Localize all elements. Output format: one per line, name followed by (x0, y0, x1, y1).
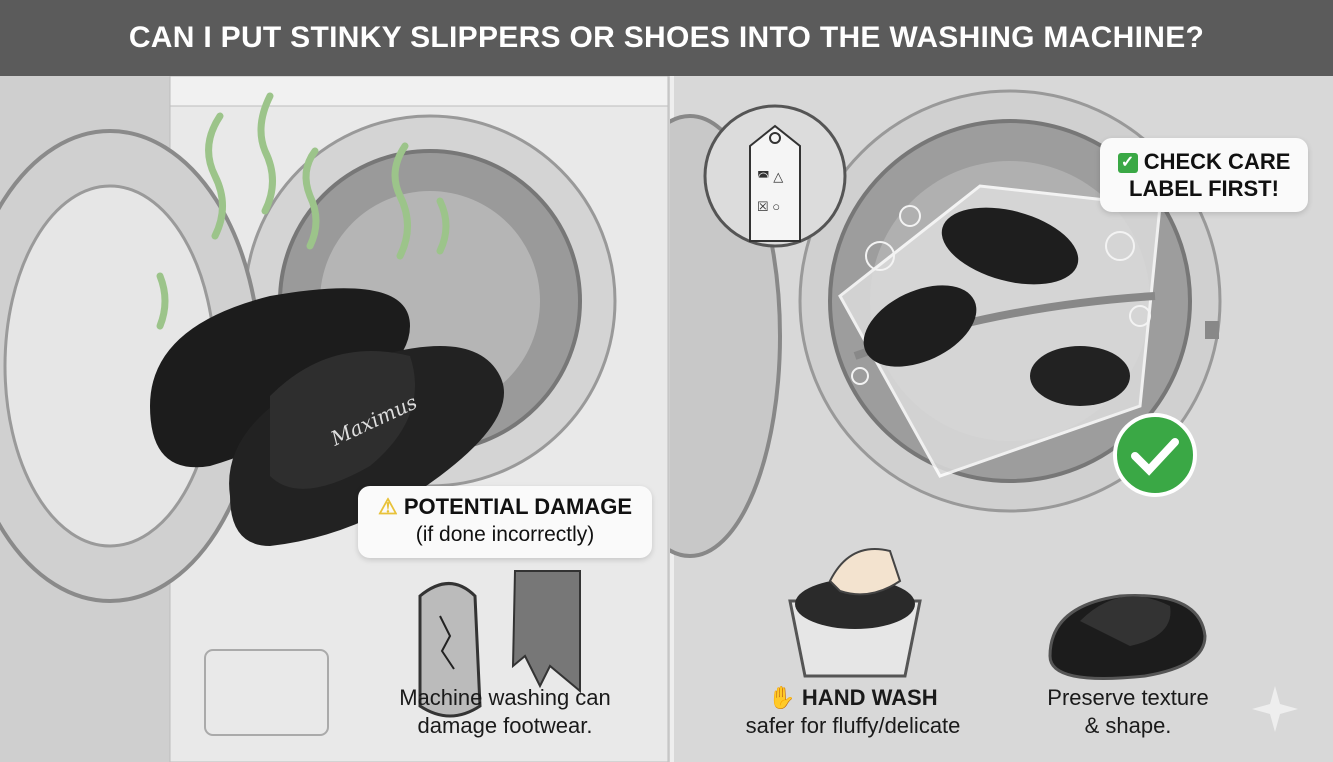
care-callout-line2: LABEL FIRST! (1129, 176, 1279, 201)
caption-line: & shape. (1084, 713, 1172, 738)
care-label-callout: ✓ CHECK CARE LABEL FIRST! (1100, 138, 1308, 212)
green-check-icon (1113, 413, 1197, 497)
odor-lines-icon (156, 92, 450, 330)
sparkle-icon (1252, 686, 1298, 732)
damage-subtitle: (if done incorrectly) (415, 523, 595, 546)
warning-icon: ⚠ (377, 494, 398, 519)
caption-line: damage footwear. (417, 713, 593, 738)
mesh-laundry-bag (838, 184, 1162, 478)
damage-callout: ⚠ POTENTIAL DAMAGE (if done incorrectly) (358, 486, 652, 558)
cracked-sole-icon (418, 582, 482, 718)
hand-wash-title: HAND WASH (801, 685, 938, 710)
damage-title: POTENTIAL DAMAGE (403, 494, 632, 519)
hand-wash-caption: ✋ HAND WASH safer for fluffy/delicate (718, 684, 988, 740)
torn-fabric-icon (511, 570, 581, 694)
caption-line: Preserve texture (1047, 685, 1209, 710)
hand-wash-basin-icon (788, 548, 922, 678)
preserve-caption: Preserve texture & shape. (1010, 684, 1246, 740)
page-title: CAN I PUT STINKY SLIPPERS OR SHOES INTO … (128, 21, 1205, 54)
caption-line: Machine washing can (399, 685, 611, 710)
hand-wash-subtitle: safer for fluffy/delicate (745, 713, 961, 738)
svg-text:☒ ○: ☒ ○ (757, 199, 780, 214)
bubbles (851, 205, 1151, 385)
damage-caption: Machine washing can damage footwear. (370, 684, 640, 740)
hand-icon: ✋ (768, 685, 796, 710)
care-label-tag-icon (749, 124, 801, 242)
clean-slipper-icon (1048, 594, 1207, 680)
care-callout-line1: CHECK CARE (1143, 149, 1291, 174)
left-illustration: Maximus (0, 76, 670, 762)
machine-panel (204, 649, 329, 736)
slippers-image: Maximus (150, 288, 504, 546)
header-bar: CAN I PUT STINKY SLIPPERS OR SHOES INTO … (0, 0, 1333, 76)
svg-text:◚ △: ◚ △ (757, 169, 783, 184)
check-box-icon: ✓ (1117, 153, 1138, 173)
